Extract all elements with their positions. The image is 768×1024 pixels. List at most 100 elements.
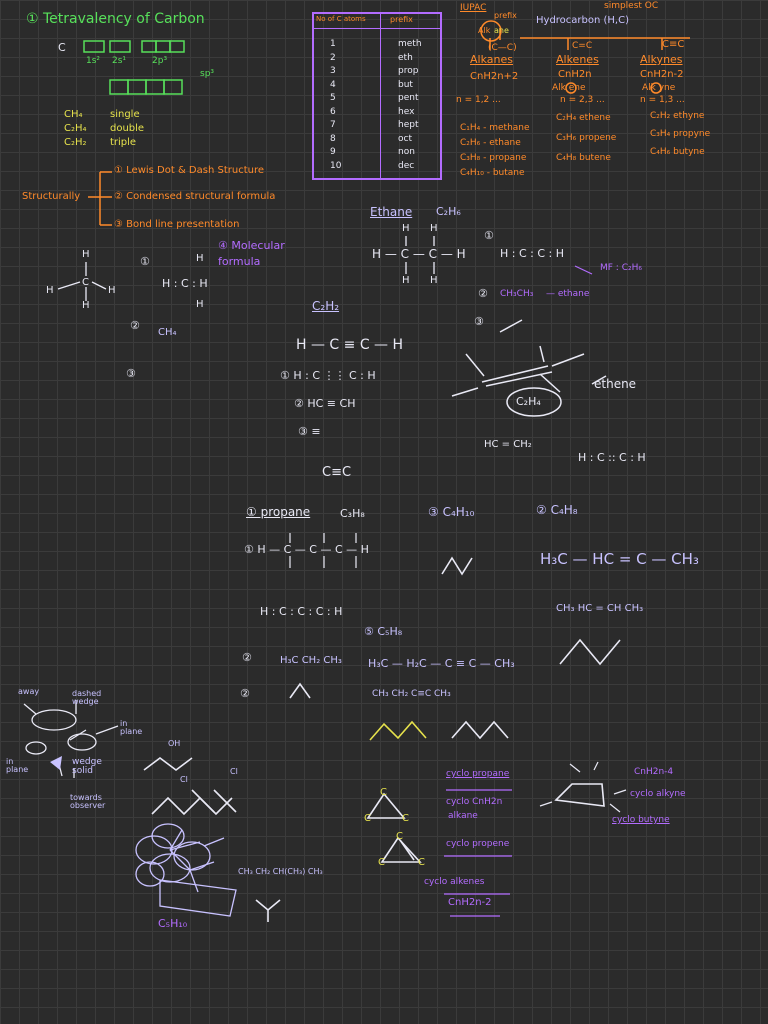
carbon-atom: C <box>364 813 371 824</box>
example-compound: C₄H₈ butene <box>556 153 611 163</box>
ethane-chain: H — C — C — H <box>372 247 466 261</box>
cyclo-triangles <box>366 792 422 863</box>
methane-formula: CH₄ <box>158 327 177 338</box>
cyclo-cnh2n: cyclo CnH2n <box>446 797 503 807</box>
hydrocarbon-label: Hydrocarbon (H,C) <box>536 15 629 26</box>
butane-title: ③ C₄H₁₀ <box>428 505 475 519</box>
bond-triple: C≡C <box>662 39 685 50</box>
atom-h: H <box>430 275 438 286</box>
table-atom-count: 3 <box>330 66 336 76</box>
table-prefix: eth <box>398 52 413 63</box>
cyclobutyne-label: cyclo butyne <box>612 815 670 825</box>
prefix-table <box>312 12 442 180</box>
structure-condensed: ② Condensed structural formula <box>114 191 276 202</box>
example-compound: C₂H₄ ethene <box>556 113 611 123</box>
table-prefix: non <box>398 147 415 157</box>
table-atom-count: 6 <box>330 106 336 117</box>
orbital-boxes <box>83 40 185 95</box>
ethyne-condensed: ② HC ≡ CH <box>294 397 356 410</box>
table-atom-count: 9 <box>330 147 336 157</box>
ethene-formula: C₂H₄ <box>516 395 541 408</box>
example-compound: C₄H₆ butyne <box>650 147 705 157</box>
carbon-atom: C <box>402 813 409 824</box>
step-2: ② <box>478 287 488 300</box>
propane-condensed: H₃C CH₂ CH₃ <box>280 655 342 666</box>
tetravalency-title: ① Tetravalency of Carbon <box>26 11 205 27</box>
example-compound: C₂H₂ ethyne <box>650 111 705 121</box>
cnh2n-4: CnH2n-4 <box>634 767 674 777</box>
ethyne-triple: C≡C <box>322 465 352 480</box>
ethyne-title: C₂H₂ <box>312 299 340 313</box>
atom-h: H <box>108 285 116 296</box>
example-compound: C₃H₈ - propane <box>460 153 527 163</box>
carbon-atom: C <box>418 857 425 868</box>
alkyne-formula: CnH2n-2 <box>640 69 684 80</box>
cl-label: Cl <box>180 775 188 784</box>
label-wedge-solid: wedge solid <box>72 757 102 776</box>
alkenes-label: Alkenes <box>556 53 599 66</box>
structure-lewis: ① Lewis Dot & Dash Structure <box>114 165 265 176</box>
pentyne-structure: H₃C — H₂C — C ≡ C — CH₃ <box>368 657 515 670</box>
ethane-lewis: H : C : C : H <box>500 247 565 260</box>
example-compound: C₄H₁₀ - butane <box>460 168 525 178</box>
alkynes-label: Alkynes <box>640 53 683 66</box>
atom-h: H <box>430 223 438 234</box>
bond-type: triple <box>110 137 137 148</box>
label-in-plane: in plane <box>120 719 143 736</box>
atom-c: C <box>82 277 89 288</box>
methane-bonds <box>57 262 107 301</box>
ethane-label: — ethane <box>546 289 590 299</box>
ethene-condensed: HC = CH₂ <box>484 439 532 450</box>
ethane-mf: MF : C₂H₆ <box>600 263 642 273</box>
example-compound: C₃H₄ propyne <box>650 129 711 139</box>
wedge-diagram <box>23 700 119 778</box>
ethane-formula: C₂H₆ <box>436 205 461 218</box>
cycloalkyne-label: cyclo alkyne <box>630 789 686 799</box>
prefix-label: prefix <box>494 11 517 20</box>
alk-label: Alk <box>478 26 491 35</box>
alkene-suffix: Alk ene <box>552 83 586 93</box>
c5h10-label: C₅H₁₀ <box>158 917 188 930</box>
step-3: ③ <box>126 367 136 380</box>
alkane-formula: CnH2n+2 <box>470 71 519 82</box>
table-atom-count: 1 <box>330 39 336 49</box>
pentyne-condensed: CH₃ CH₂ C≡C CH₃ <box>372 689 451 699</box>
table-atom-count: 8 <box>330 133 336 144</box>
table-col-prefix: prefix <box>390 15 413 24</box>
orbital-2s: 2s¹ <box>112 56 127 66</box>
table-atom-count: 7 <box>330 120 336 130</box>
oh-label: OH <box>168 739 181 748</box>
sp3-label: sp³ <box>200 69 215 79</box>
underlines <box>444 789 512 917</box>
table-prefix: hept <box>398 120 419 130</box>
ethane-title: Ethane <box>370 205 413 219</box>
butene-title: ② C₄H₈ <box>536 503 578 517</box>
table-atom-count: 10 <box>330 160 342 171</box>
table-prefix: oct <box>398 133 412 144</box>
ane-label: ane <box>494 26 509 35</box>
alkyne-suffix: Alk yne <box>642 83 676 93</box>
atom-h: H <box>402 223 410 234</box>
ethane-bonds <box>405 236 435 274</box>
orbital-2p: 2p³ <box>152 56 168 66</box>
atom-h: H <box>196 253 204 264</box>
iupac-label: IUPAC <box>460 3 487 13</box>
alkane-n: n = 1,2 ... <box>456 95 501 105</box>
propane-title: ① propane <box>246 505 311 519</box>
cl-label: Cl <box>230 767 238 776</box>
label-towards: towards observer <box>70 793 106 810</box>
table-col-atoms: No of C atoms <box>316 15 366 23</box>
cycloalkene-formula: CnH2n-2 <box>448 897 492 908</box>
table-atom-count: 2 <box>330 52 336 63</box>
bond-formula: C₂H₄ <box>64 123 87 134</box>
alkene-n: n = 2,3 ... <box>560 95 605 105</box>
table-prefix: pent <box>398 93 419 103</box>
alkene-formula: CnH2n <box>558 69 592 80</box>
branched-condensed: CH₃ CH₂ CH(CH₃) CH₃ <box>238 867 323 876</box>
bond-formula: CH₄ <box>64 109 83 120</box>
ethane-condensed: CH₃CH₃ <box>500 289 534 299</box>
ethyne-chain: H — C ≡ C — H <box>296 337 404 353</box>
table-atom-count: 4 <box>330 79 336 90</box>
example-compound: C₂H₆ - ethane <box>460 138 521 148</box>
